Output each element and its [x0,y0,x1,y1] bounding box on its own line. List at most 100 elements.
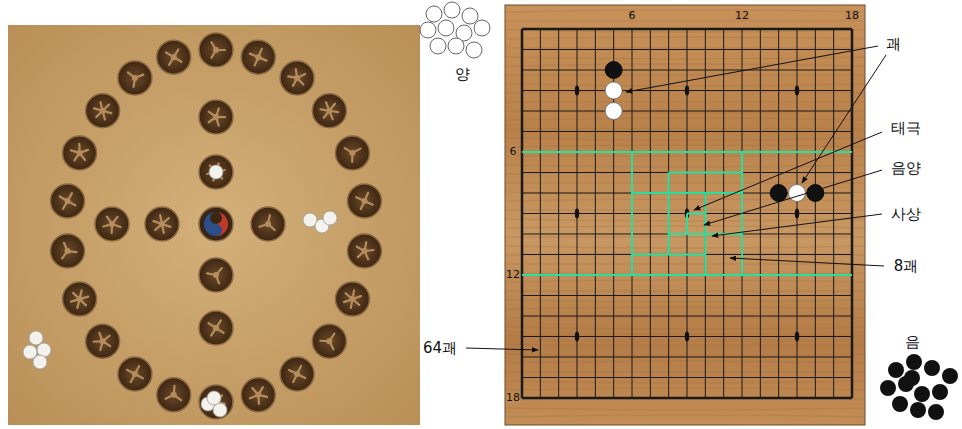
grid-line [522,111,852,112]
leader-line [626,46,878,92]
star-point [575,86,579,96]
black-stone [928,404,944,420]
axis-number: 12 [506,269,520,281]
black-stone [910,402,926,418]
callout-label: 8괘 [894,258,919,275]
grid-line [522,172,852,173]
grid-line [522,397,852,400]
black-stone [914,386,930,402]
division-line [669,172,742,174]
wood-grain [505,10,865,12]
grid-line [522,152,852,153]
grid-line [522,28,852,31]
grid-line [522,254,852,255]
grid-line [522,316,852,317]
symbol-circle [51,184,85,218]
black-stone [924,360,940,376]
white-stone [33,355,47,369]
grid-line [687,29,688,398]
black-stone [807,185,824,202]
division-line [686,214,688,235]
symbol-circle [63,136,97,170]
symbol-circle [199,258,233,292]
black-stone [880,380,896,396]
leader-line [712,214,882,236]
symbol-circle [157,40,191,74]
symbol-circle [63,282,97,316]
white-stone [207,391,221,405]
star-point [685,332,689,342]
grid-line [522,357,852,358]
white-stone [444,2,460,18]
symbol-circle [86,94,120,128]
legend-label: 양 [455,66,470,83]
black-stone [932,384,948,400]
white-stone [605,103,622,120]
white-stone [448,38,464,54]
callout-label: 괘 [886,36,901,53]
taeguk-symbol [199,207,233,241]
axis-number: 18 [845,10,859,22]
symbol-circle [199,385,233,419]
leader-line [466,348,538,350]
star-point [575,332,579,342]
black-stone [892,396,908,412]
symbol-circle [118,61,152,95]
wood-grain [505,408,865,410]
symbol-circle [95,207,129,241]
symbol-circle [199,311,233,345]
symbol-circle [280,61,314,95]
symbol-circle [199,33,233,67]
grid-line [522,49,852,50]
symbol-circle [312,94,346,128]
division-line [668,173,670,255]
symbol-circle [199,155,233,189]
division-line [522,151,852,153]
black-stone [942,368,958,384]
grid-line [522,70,852,71]
grid-line [522,377,852,378]
callout-label: 음양 [891,160,921,177]
symbol-circle [241,40,275,74]
board-photo [8,25,420,425]
white-stone [466,42,482,58]
black-stone [888,362,904,378]
wood-grain [505,415,865,417]
white-stone [323,211,337,225]
symbol-circle [241,378,275,412]
star-point [795,209,799,219]
grid-line [632,29,633,398]
white-stone [605,82,622,99]
star-point [795,332,799,342]
star-point [685,86,689,96]
axis-number: 6 [629,10,636,22]
division-line [687,213,705,215]
black-stone [770,185,787,202]
white-stone [438,20,454,36]
white-stone [789,185,806,202]
axis-number: 6 [510,146,517,158]
symbol-circle [157,378,191,412]
wood-grain [505,398,865,400]
black-stone [904,370,920,386]
callout-label: 64괘 [423,340,457,357]
callout-label: 태극 [891,120,921,137]
leader-line [730,258,884,266]
axis-number: 12 [735,10,749,22]
black-stone [605,62,622,79]
white-stone [474,20,490,36]
white-stone [420,22,436,38]
symbol-circle [347,234,381,268]
white-stone [29,331,43,345]
leader-line [802,55,886,183]
division-line [632,192,742,194]
symbol-circle [145,207,179,241]
axis-number: 18 [506,392,520,404]
symbol-circle [312,324,346,358]
legend-label: 음 [905,334,920,351]
star-point [575,209,579,219]
symbol-circle [347,184,381,218]
white-stone [462,8,478,24]
black-stone [906,354,922,370]
